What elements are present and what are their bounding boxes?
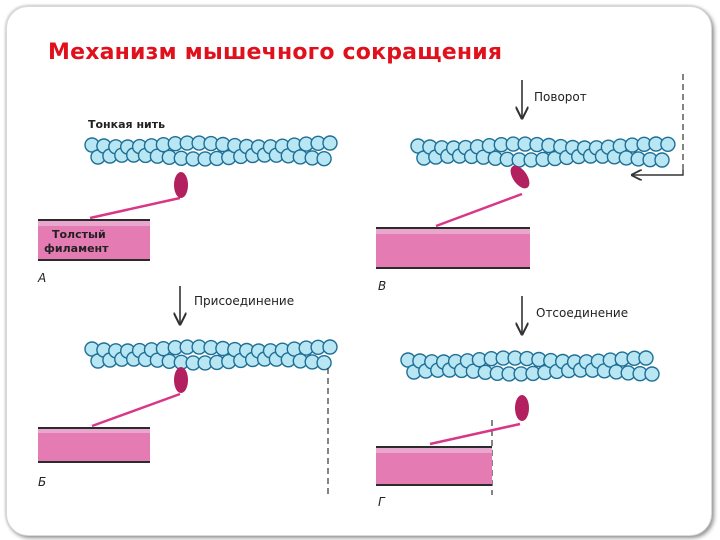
actin-bead	[317, 152, 331, 166]
actin-bead	[323, 340, 337, 354]
myosin-head-a	[174, 172, 188, 198]
thick-filament-label-line2: филамент	[44, 242, 109, 255]
panel-a: Толстый филамент Тонкая нить A	[37, 118, 337, 285]
actin-bead	[645, 367, 659, 381]
step-detach-label: Отсоединение	[536, 306, 628, 320]
thin-filament-b	[85, 340, 337, 370]
panel-g: Отсоединение Г	[376, 296, 659, 509]
step-rotate-label: Поворот	[534, 90, 587, 104]
thick-filament-label-line1: Толстый	[52, 228, 106, 241]
myosin-neck-b	[92, 394, 180, 426]
actin-bead	[323, 136, 337, 150]
thin-filament-v	[411, 137, 675, 167]
actin-bead	[639, 351, 653, 365]
myosin-neck-v	[436, 194, 522, 226]
actin-bead	[317, 356, 331, 370]
thin-filament-a	[85, 136, 337, 166]
thick-filament-b	[38, 428, 150, 462]
panel-letter-b: Б	[38, 475, 46, 489]
actin-bead	[661, 137, 675, 151]
myosin-neck-a	[90, 198, 180, 218]
panel-letter-v: В	[378, 279, 386, 293]
step-attach-label: Присоединение	[194, 294, 294, 308]
panel-v: Поворот В	[376, 74, 683, 293]
panel-b: Присоединение Б	[38, 286, 337, 495]
thin-filament-label: Тонкая нить	[88, 118, 165, 131]
panel-letter-g: Г	[378, 495, 386, 509]
thick-filament-g	[376, 447, 492, 485]
thick-filament-v	[376, 228, 530, 268]
thin-filament-g	[401, 351, 659, 381]
panel-letter-a: A	[37, 271, 46, 285]
myosin-neck-g	[430, 424, 520, 444]
rotate-arrow-left	[632, 170, 683, 175]
myosin-head-b	[174, 367, 188, 393]
myosin-head-g	[515, 395, 529, 421]
actin-bead	[655, 153, 669, 167]
